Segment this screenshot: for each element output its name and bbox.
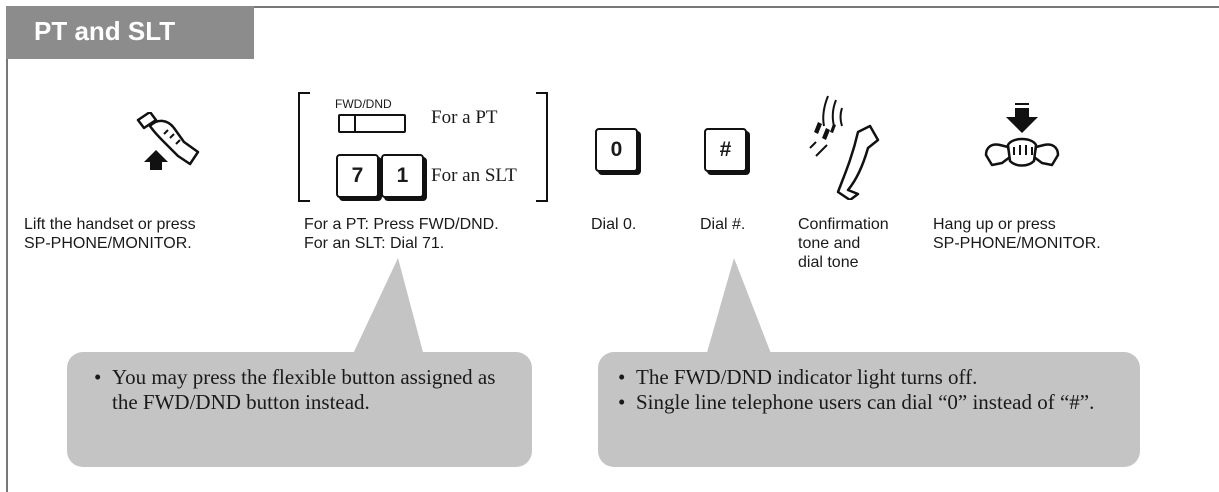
step-fwd-label: For a PT: Press FWD/DND. For an SLT: Dia… <box>304 215 499 253</box>
step-hangup-line-1: Hang up or press <box>933 216 1056 233</box>
for-slt-text: For an SLT <box>431 165 517 186</box>
left-note-bubble: You may press the flexible button assign… <box>67 352 532 467</box>
frame-left-border <box>6 6 8 492</box>
section-title: PT and SLT <box>34 16 176 46</box>
fwd-dnd-indicator <box>354 116 356 131</box>
step-hangup-line-2: SP-PHONE/MONITOR. <box>933 235 1101 252</box>
dial-key-7[interactable]: 7 <box>336 154 379 198</box>
step-lift-line-1: Lift the handset or press <box>24 216 196 233</box>
fwd-dnd-caption: FWD/DND <box>335 97 392 111</box>
right-note-pointer <box>706 258 772 356</box>
step-hangup-label: Hang up or press SP-PHONE/MONITOR. <box>933 215 1101 253</box>
step-fwd-line-2: For an SLT: Dial 71. <box>304 235 445 252</box>
left-note-item: You may press the flexible button assign… <box>92 365 514 415</box>
step-lift-line-2: SP-PHONE/MONITOR. <box>24 235 192 252</box>
handset-hangup-icon <box>984 103 1060 167</box>
handset-tone-icon <box>809 95 880 200</box>
frame-top-border <box>6 6 1219 8</box>
right-note-item-2: Single line telephone users can dial “0”… <box>616 390 1122 415</box>
dial-key-0[interactable]: 0 <box>595 128 638 172</box>
dial-key-hash[interactable]: # <box>704 128 747 172</box>
left-note-pointer <box>352 258 424 356</box>
step-confirm-label: Confirmation tone and dial tone <box>798 215 889 272</box>
step-dial0-label: Dial 0. <box>591 216 637 233</box>
for-pt-text: For a PT <box>431 107 498 128</box>
handset-lift-icon <box>136 112 200 170</box>
fwd-dnd-button[interactable] <box>338 114 406 133</box>
step-lift-label: Lift the handset or press SP-PHONE/MONIT… <box>24 215 196 253</box>
step-dialhash-label: Dial #. <box>700 216 746 233</box>
section-tab: PT and SLT <box>6 6 254 59</box>
right-bracket <box>536 92 548 202</box>
step-confirm-line-1: Confirmation <box>798 216 889 233</box>
step-confirm-line-3: dial tone <box>798 254 859 271</box>
right-note-bubble: The FWD/DND indicator light turns off. S… <box>598 352 1140 467</box>
step-confirm-line-2: tone and <box>798 235 861 252</box>
left-bracket <box>298 92 310 202</box>
step-fwd-line-1: For a PT: Press FWD/DND. <box>304 216 499 233</box>
dial-key-1[interactable]: 1 <box>381 154 424 198</box>
right-note-item-1: The FWD/DND indicator light turns off. <box>616 365 1122 390</box>
